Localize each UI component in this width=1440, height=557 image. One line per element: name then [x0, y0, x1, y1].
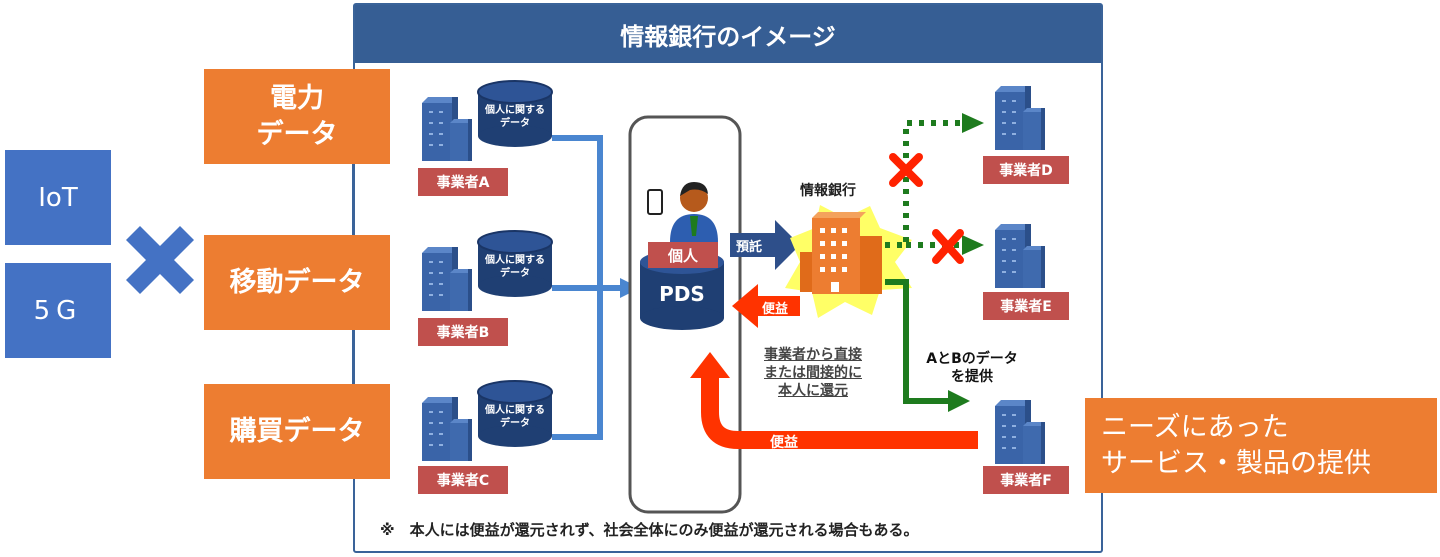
- bank-label-text: 情報銀行: [800, 183, 856, 199]
- return-note-line3: 本人に還元: [778, 383, 848, 400]
- benefit-label-small: 便益: [762, 298, 788, 317]
- db-label-line2: データ: [500, 268, 530, 279]
- operator-c-name: 事業者C: [436, 473, 490, 489]
- iot-box: IoT: [5, 150, 111, 245]
- db-label-a: 個人に関する データ: [478, 104, 552, 130]
- benefit-arrow-small: [732, 284, 800, 328]
- blocked-x-icon: [932, 229, 964, 264]
- big-benefit-arrowhead: [690, 352, 730, 378]
- big-benefit-label-text: 便益: [770, 435, 798, 451]
- provide-label-line2: を提供: [951, 369, 993, 386]
- operator-f-label: 事業者F: [983, 466, 1069, 494]
- entrust-label-text: 預託: [736, 240, 763, 255]
- bank-building-icon: [800, 212, 882, 294]
- operator-d-name: 事業者D: [999, 163, 1053, 179]
- db-label-c: 個人に関する データ: [478, 404, 552, 430]
- data-source-power-line1: 電力: [270, 83, 324, 115]
- person-label-bg: [648, 242, 718, 268]
- iot-label: IoT: [38, 182, 78, 213]
- provide-flow-line: [885, 279, 950, 404]
- data-source-power: 電力 データ: [204, 69, 390, 164]
- data-source-purchase-label: 購買データ: [229, 415, 365, 447]
- needs-box: ニーズにあった サービス・製品の提供: [1085, 398, 1437, 493]
- blocked-x-icon: [889, 153, 923, 187]
- operator-e-label: 事業者E: [983, 292, 1069, 320]
- operator-b-name: 事業者B: [436, 325, 490, 341]
- db-label-line1: 個人に関する: [485, 405, 545, 416]
- provide-label: AとBのデータ を提供: [912, 350, 1032, 386]
- needs-box-line1: ニーズにあった: [1101, 412, 1289, 444]
- db-label-line2: データ: [500, 118, 530, 129]
- big-benefit-label: 便益: [770, 432, 798, 452]
- phone-icon: [647, 189, 663, 215]
- blocked-flow-lines: [885, 120, 965, 248]
- data-source-mobility-label: 移動データ: [229, 266, 365, 298]
- bank-label: 情報銀行: [800, 180, 856, 200]
- db-label-line1: 個人に関する: [485, 105, 545, 116]
- person-label-text: 個人: [667, 246, 698, 265]
- pds-label-text: PDS: [659, 282, 705, 306]
- arrowhead-to-e: [962, 235, 984, 255]
- operator-e-building: [995, 224, 1045, 288]
- data-source-purchase: 購買データ: [204, 384, 390, 479]
- 5g-box: 5G: [5, 263, 111, 358]
- person-icon: [670, 182, 718, 242]
- data-source-power-line2: データ: [256, 118, 338, 150]
- frame-title-text: 情報銀行のイメージ: [620, 22, 836, 51]
- provide-label-line1: AとBのデータ: [926, 351, 1018, 367]
- frame-title: 情報銀行のイメージ: [355, 5, 1101, 63]
- operator-d-label: 事業者D: [983, 156, 1069, 184]
- arrowhead-to-d: [962, 113, 984, 133]
- return-note-line2: または間接的に: [764, 365, 862, 382]
- operator-b-label: 事業者B: [418, 318, 508, 346]
- benefit-label-small-text: 便益: [762, 302, 789, 317]
- footnote-text: ※ 本人には便益が還元されず、社会全体にのみ便益が還元される場合もある。: [380, 521, 919, 539]
- data-source-mobility: 移動データ: [204, 235, 390, 330]
- pds-label: PDS: [640, 282, 724, 306]
- data-flow-lines: [552, 135, 620, 440]
- db-label-line2: データ: [500, 418, 530, 429]
- provide-arrowhead: [948, 390, 970, 412]
- return-note-line1: 事業者から直接: [764, 347, 862, 363]
- db-label-line1: 個人に関する: [485, 255, 545, 266]
- footnote: ※ 本人には便益が還元されず、社会全体にのみ便益が還元される場合もある。: [380, 519, 919, 540]
- operator-a-name: 事業者A: [436, 175, 490, 191]
- operator-f-name: 事業者F: [1000, 473, 1052, 489]
- operator-a-label: 事業者A: [418, 168, 508, 196]
- big-benefit-arrow: [701, 376, 978, 449]
- times-icon: [126, 226, 194, 294]
- operator-e-name: 事業者E: [1000, 299, 1052, 315]
- operator-d-building: [995, 86, 1045, 150]
- db-label-b: 個人に関する データ: [478, 254, 552, 280]
- return-note: 事業者から直接 または間接的に 本人に還元: [752, 346, 874, 401]
- operator-c-label: 事業者C: [418, 466, 508, 494]
- entrust-label: 預託: [736, 236, 762, 255]
- operator-f-building: [995, 400, 1045, 464]
- person-label: 個人: [648, 242, 718, 268]
- 5g-label: 5G: [33, 295, 83, 326]
- needs-box-line2: サービス・製品の提供: [1101, 447, 1371, 479]
- entrust-arrow: [730, 220, 800, 270]
